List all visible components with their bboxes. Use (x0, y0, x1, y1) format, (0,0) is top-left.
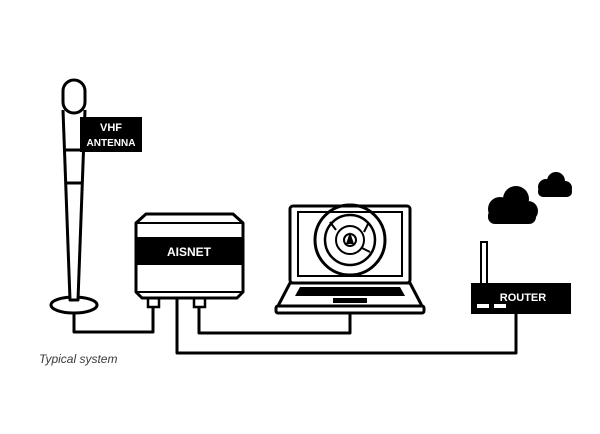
laptop-icon (274, 203, 426, 315)
antenna-label-line1: VHF (100, 122, 122, 134)
antenna-label-line2: ANTENNA (87, 138, 136, 149)
aisnet-label-band (136, 237, 243, 265)
cloud-icon (538, 172, 572, 197)
aisnet-label: AISNET (167, 245, 212, 259)
cloud-icon (488, 186, 538, 224)
antenna-cable (72, 305, 155, 334)
aisnet-device-icon: AISNET (134, 212, 245, 309)
antenna-label-box (80, 117, 142, 152)
cables (72, 298, 518, 355)
router-icon: ROUTER (471, 241, 571, 314)
vhf-antenna-icon: VHF ANTENNA (49, 78, 142, 315)
router-cable (175, 298, 518, 355)
radar-display-icon (313, 203, 387, 277)
router-label: ROUTER (500, 292, 547, 304)
diagram-caption: Typical system (39, 352, 118, 366)
laptop-cable (197, 306, 352, 335)
